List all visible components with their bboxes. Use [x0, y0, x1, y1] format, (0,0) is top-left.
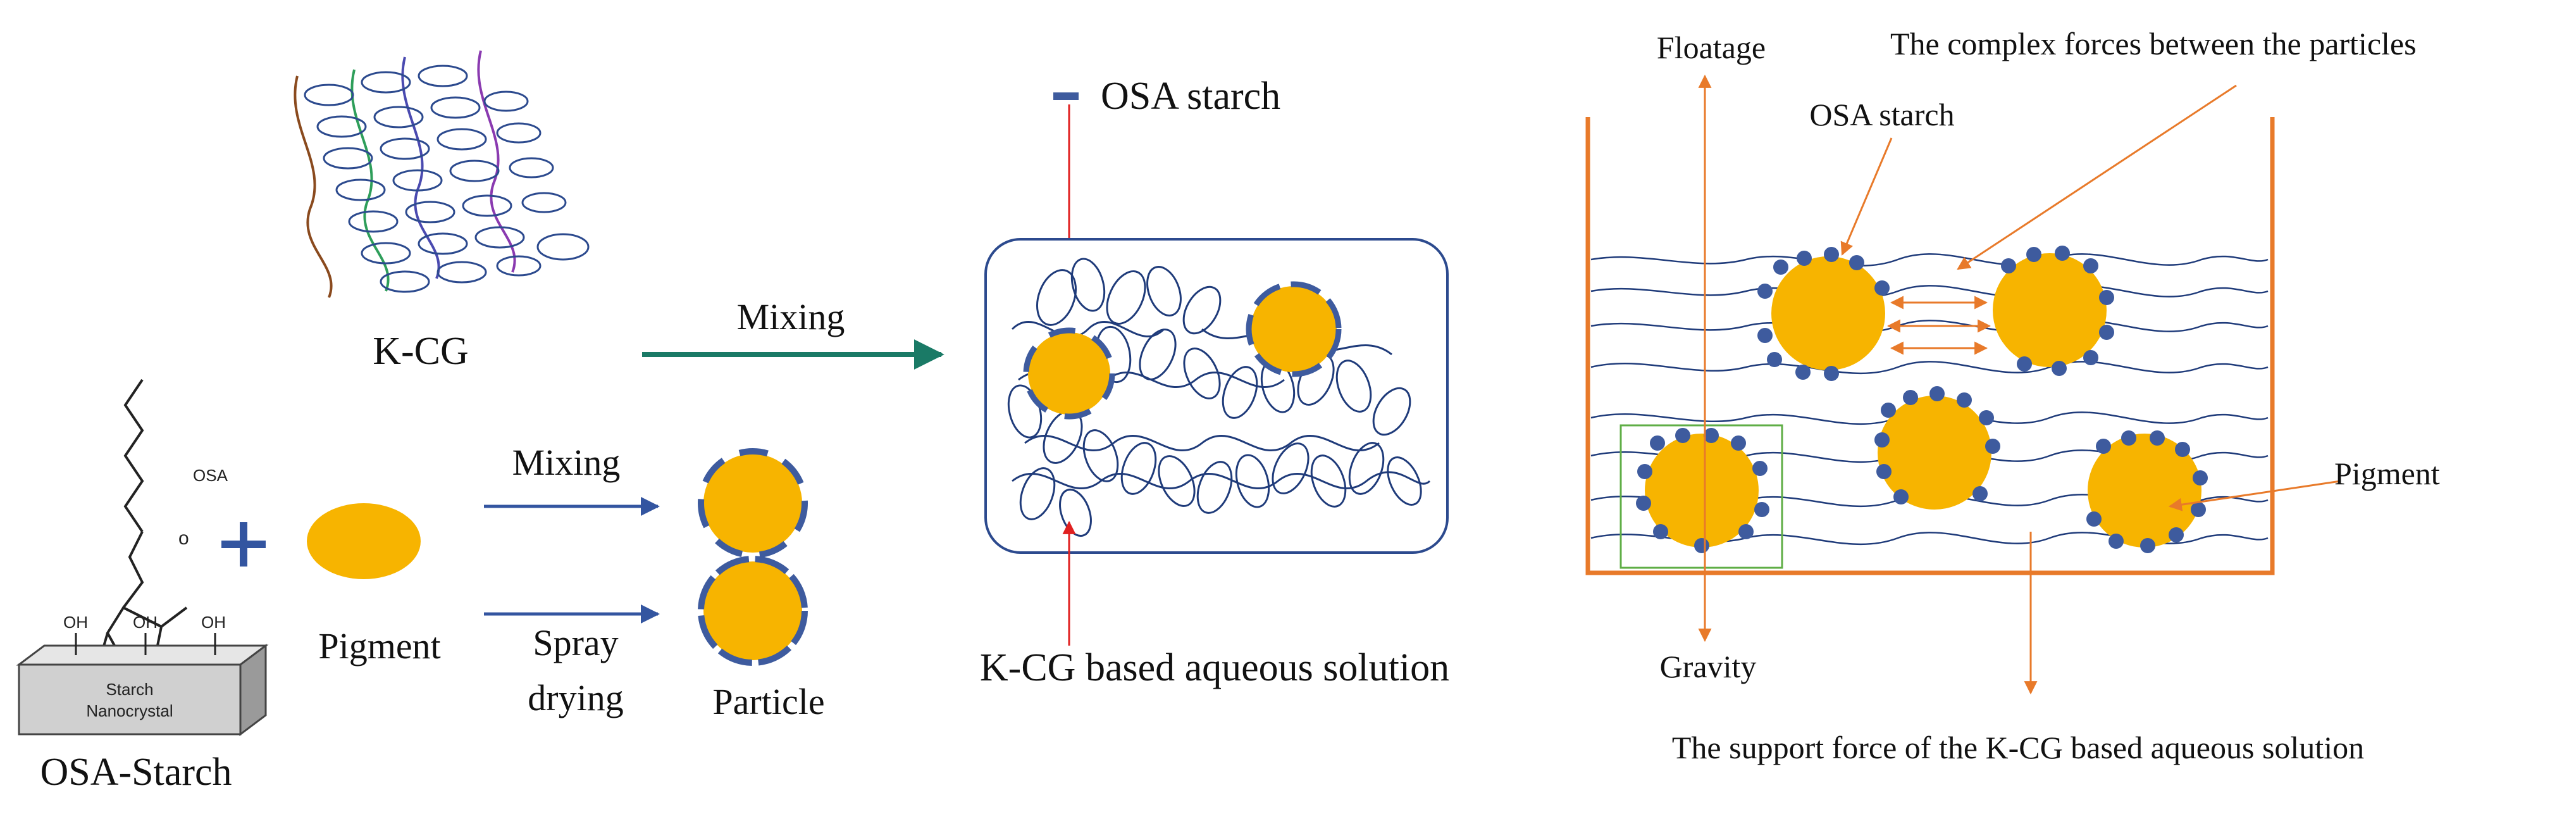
osa-small-label: OSA — [193, 466, 228, 485]
mixing-bottom-label: Mixing — [512, 442, 621, 483]
spray-label-1: Spray — [533, 622, 618, 663]
solution-particle-2 — [1246, 281, 1342, 377]
gravity-label: Gravity — [1660, 649, 1757, 684]
oh-label-2: OH — [133, 613, 158, 632]
spray-label-2: drying — [528, 677, 623, 718]
pigment-ellipse — [307, 503, 421, 579]
starch-nanocrystal-label-1: Starch — [106, 680, 153, 699]
floatage-label: Floatage — [1657, 30, 1766, 65]
complex-forces-label: The complex forces between the particles — [1890, 26, 2417, 61]
kcg-helix-graphic — [294, 50, 590, 298]
plus-sign — [221, 522, 266, 567]
mixing-top-label: Mixing — [737, 296, 845, 337]
highlight-box — [1619, 424, 1783, 569]
coated-particle-2 — [698, 556, 808, 666]
interparticle-force-arrows — [1886, 296, 1991, 355]
starch-nanocrystal-label-2: Nanocrystal — [86, 701, 173, 720]
starch-nanocrystal-block — [16, 633, 269, 736]
kcg-solution-label: K-CG based aqueous solution — [980, 646, 1449, 689]
osa-starch-right-label: OSA starch — [1809, 97, 1954, 132]
beaker-particle-2 — [1993, 246, 2114, 376]
osa-starch-left-label: OSA-Starch — [40, 751, 232, 794]
beaker-particle-1 — [1757, 247, 1890, 381]
pigment-callout-arrow — [2168, 480, 2341, 511]
coated-particle-1 — [698, 448, 808, 558]
osa-starch-callout-arrow — [1840, 137, 1893, 256]
beaker-outline — [1585, 117, 2275, 575]
osa-starch-legend-label: OSA starch — [1101, 75, 1280, 118]
beaker-particle-3 — [1874, 386, 2000, 510]
carbonyl-o-1: o — [178, 528, 189, 549]
complex-forces-callout-arrow — [1957, 84, 2237, 270]
pigment-left-label: Pigment — [318, 625, 440, 667]
pigment-right-label: Pigment — [2334, 456, 2440, 491]
solution-chains — [1007, 258, 1431, 537]
particle-label: Particle — [712, 681, 824, 722]
beaker-particle-5 — [2086, 430, 2208, 553]
support-force-label: The support force of the K-CG based aque… — [1672, 730, 2364, 765]
kcg-label: K-CG — [373, 330, 469, 373]
oh-label-3: OH — [201, 613, 226, 632]
osa-molecule-graphic — [94, 379, 188, 678]
beaker-particle-4 — [1636, 428, 1769, 553]
oh-label-1: OH — [63, 613, 88, 632]
solution-particle-1 — [1023, 327, 1115, 420]
